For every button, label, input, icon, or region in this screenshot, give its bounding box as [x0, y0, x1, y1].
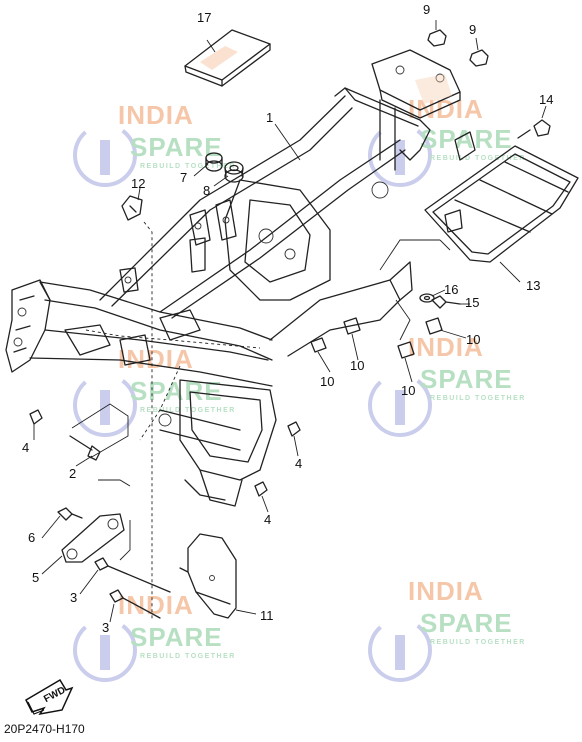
watermark-text-2: SPARE: [420, 608, 513, 638]
callout-3: 3: [102, 620, 109, 635]
part-1-main-frame: [5, 87, 431, 507]
watermark-logo: INDIA SPARE REBUILD TOGETHER: [73, 590, 236, 682]
part-16-washer: [419, 293, 435, 303]
watermark-logo: INDIA SPARE REBUILD TOGETHER: [368, 576, 526, 682]
watermark-tagline: REBUILD TOGETHER: [140, 407, 236, 414]
watermark-logo: INDIA SPARE REBUILD TOGETHER: [368, 94, 526, 187]
callout-3: 3: [70, 590, 77, 605]
part-5-plate: [61, 513, 125, 563]
part-11-guard-plate: [179, 533, 237, 619]
callout-10: 10: [401, 383, 415, 398]
watermark-mark: [73, 373, 137, 437]
callout-2: 2: [69, 466, 76, 481]
callout-10: 10: [350, 358, 364, 373]
part-4-nuts: [29, 409, 301, 497]
callout-11: 11: [260, 608, 274, 623]
callout-4: 4: [295, 456, 302, 471]
callout-5: 5: [32, 570, 39, 585]
watermark-tagline: REBUILD TOGETHER: [430, 395, 526, 402]
watermark-tagline: REBUILD TOGETHER: [140, 163, 236, 170]
part-6-bolt: [57, 507, 83, 521]
part-9-nut: [427, 29, 489, 67]
watermark-text-1: INDIA: [408, 576, 484, 606]
part-15-bolt: [431, 295, 461, 309]
callout-9: 9: [423, 2, 430, 17]
watermark-mark: [73, 123, 137, 187]
part-2-bolt: [69, 435, 101, 461]
watermark-logo: INDIA SPARE REBUILD TOGETHER: [368, 332, 526, 437]
watermark-mark: [368, 618, 432, 682]
callout-12: 12: [131, 176, 145, 191]
leader-lines: [33, 20, 547, 623]
callout-17: 17: [197, 10, 211, 25]
callout-6: 6: [28, 530, 35, 545]
callouts: 1 2 3 3 4 4 4 5 6 7 8 9 9 10 10 10 10 11…: [22, 2, 553, 635]
callout-13: 13: [526, 278, 540, 293]
watermark-tagline: REBUILD TOGETHER: [430, 639, 526, 646]
part-13-rear-rack: [424, 131, 579, 263]
watermark-tagline: REBUILD TOGETHER: [430, 155, 526, 162]
watermark-logo: INDIA SPARE REBUILD TOGETHER: [73, 344, 236, 437]
part-rear-bracket: [371, 49, 461, 119]
part-17-pad: [184, 29, 271, 87]
callout-7: 7: [180, 170, 187, 185]
watermark-mark: [73, 618, 137, 682]
watermark-text-2: SPARE: [420, 364, 513, 394]
callout-1: 1: [266, 110, 273, 125]
part-3-long-bolts: [94, 557, 171, 619]
reference-lines: [71, 221, 451, 620]
watermark-text-2: SPARE: [130, 376, 223, 406]
watermark-mark: [368, 123, 432, 187]
callout-16: 16: [444, 282, 458, 297]
watermark-text-1: INDIA: [118, 100, 194, 130]
part-8-bush: [224, 161, 244, 183]
part-12-clip: [121, 195, 143, 221]
fwd-arrow: FWD: [25, 678, 74, 716]
watermark-text-2: SPARE: [130, 132, 223, 162]
watermark-text-2: SPARE: [420, 124, 513, 154]
watermark-text-1: INDIA: [408, 332, 484, 362]
callout-4: 4: [264, 512, 271, 527]
watermark-mark: [368, 373, 432, 437]
callout-9: 9: [469, 22, 476, 37]
watermark-text-2: SPARE: [130, 622, 223, 652]
watermark-logo: INDIA SPARE REBUILD TOGETHER: [73, 100, 236, 187]
part-14-bolt: [517, 119, 551, 139]
watermark-tagline: REBUILD TOGETHER: [140, 653, 236, 660]
part-10-grommets: [310, 317, 443, 359]
callout-4: 4: [22, 440, 29, 455]
callout-14: 14: [539, 92, 553, 107]
callout-8: 8: [203, 183, 210, 198]
callout-15: 15: [465, 295, 479, 310]
callout-10: 10: [320, 374, 334, 389]
callout-10: 10: [466, 332, 480, 347]
reference-code: 20P2470-H170: [4, 722, 85, 736]
